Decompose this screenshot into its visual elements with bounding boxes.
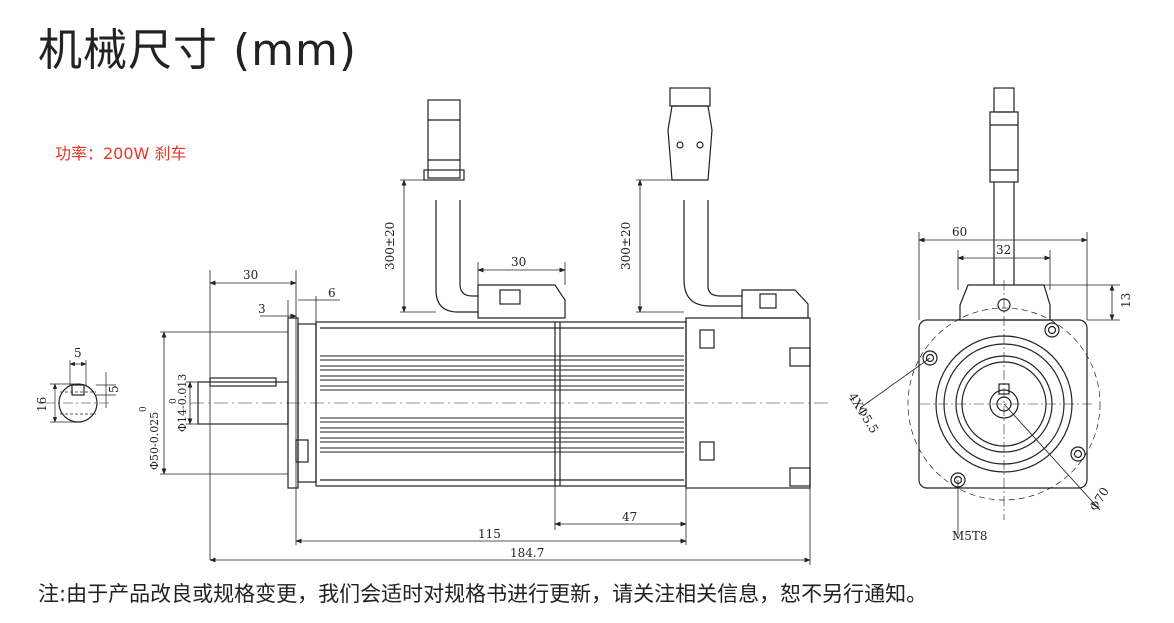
dim-total-length: 184.7 [510,546,544,560]
dim-pilot-tolerance: 0 [139,406,149,412]
dim-hole-span: 32 [996,243,1011,257]
dim-pilot-diameter: Φ50-0.025 [148,412,161,470]
shaft-key-section [45,360,116,423]
dim-pitch-circle: Φ70 [1087,485,1112,514]
dim-thread: M5T8 [952,529,988,543]
dim-body-length: 115 [478,527,501,541]
dim-shaft-tolerance: 0 [169,398,179,404]
dim-key-width: 5 [74,346,82,360]
dim-cable2-length: 300±20 [619,222,633,270]
motor-side-view [190,87,830,489]
motor-front-view [907,87,1101,520]
page-title: 机械尺寸 (mm) [38,25,358,76]
power-spec-label: 功率：200W 刹车 [55,144,187,163]
side-dimensions [160,179,811,565]
dim-connector-height: 13 [1119,293,1133,308]
dim-brake-length: 47 [622,510,637,524]
dim-flange-square: 60 [952,225,967,239]
dim-connector-width: 30 [511,255,526,269]
dim-cable1-length: 300±20 [383,222,397,270]
disclaimer-note: 注:由于产品改良或规格变更，我们会适时对规格书进行更新，请关注相关信息，恕不另行… [38,582,928,606]
dim-shaft-height: 16 [35,397,49,412]
dim-shoulder: 3 [258,302,266,316]
dim-flange-thickness: 6 [328,286,336,300]
front-dimensions [859,232,1120,535]
dim-shaft-length: 30 [243,268,258,282]
dim-shaft-diameter: Φ14-0.013 [176,374,189,432]
dim-key-height: 5 [107,385,121,393]
